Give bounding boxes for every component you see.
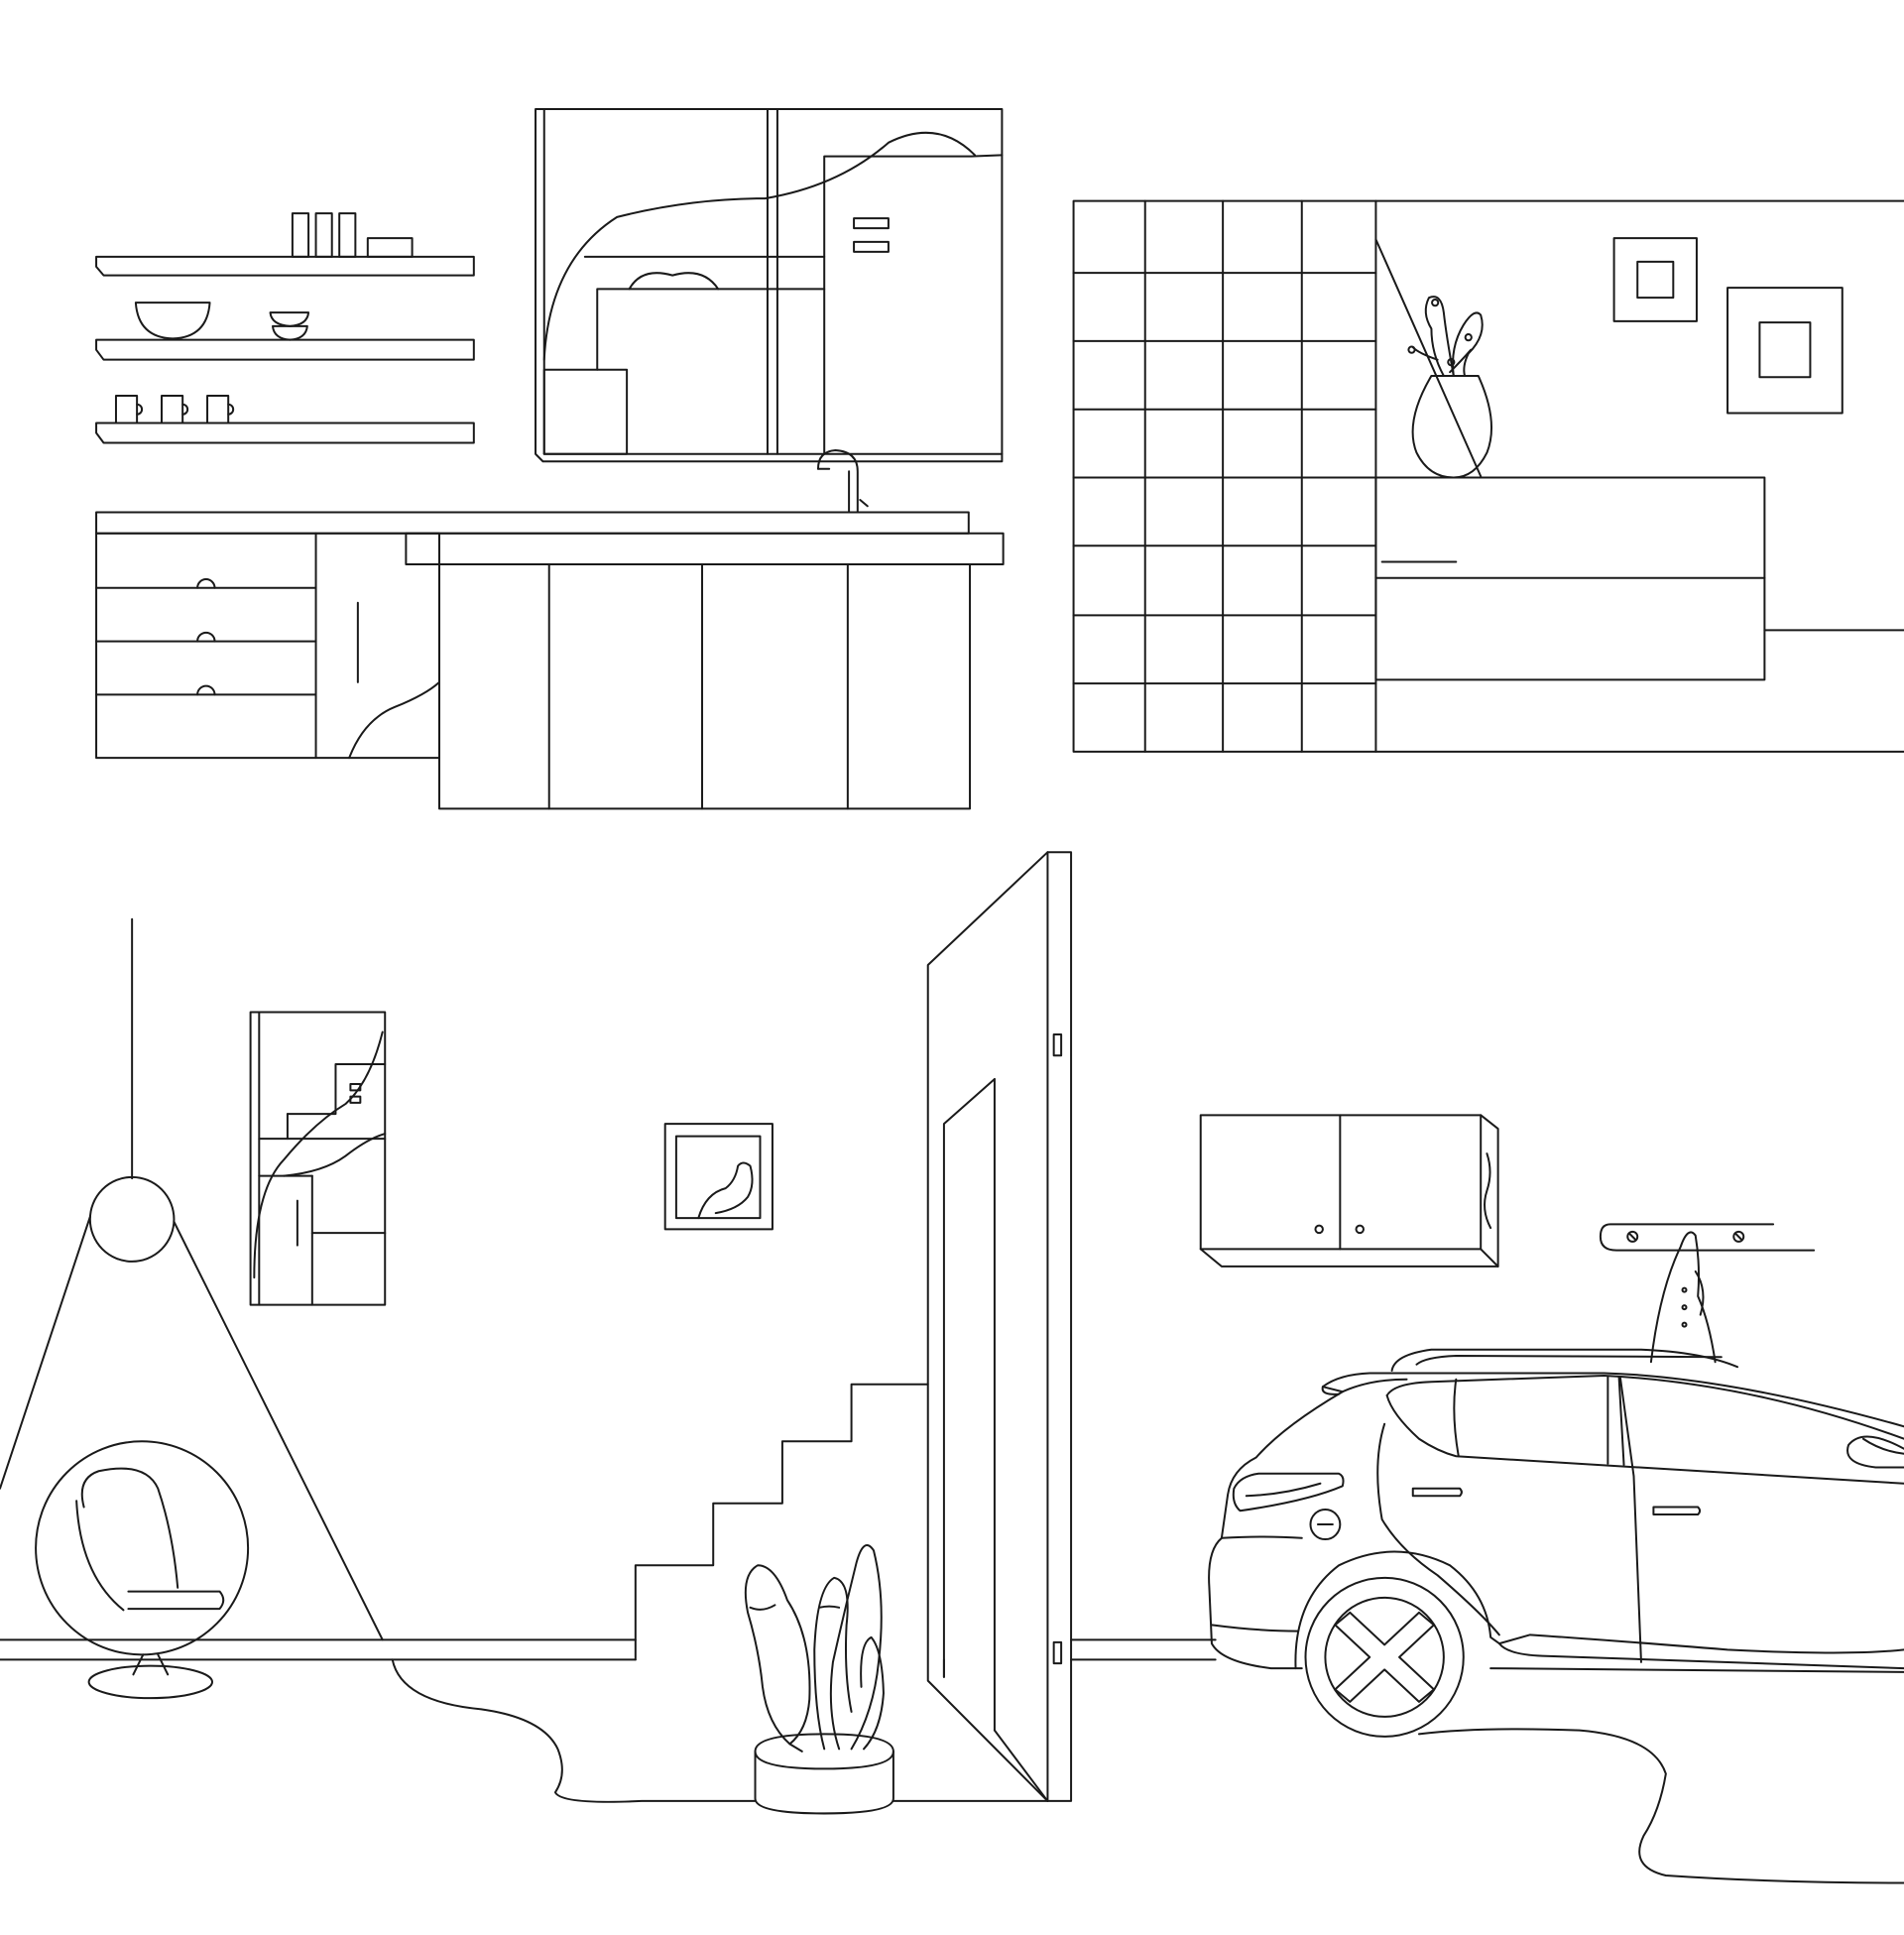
open-door	[926, 851, 1073, 1802]
kitchen-scene	[95, 108, 1005, 810]
kitchen-island	[437, 563, 972, 810]
kitchen-window	[535, 108, 1004, 463]
hallway-scene	[0, 851, 1217, 1815]
jars	[291, 212, 414, 258]
potted-plant	[744, 1544, 894, 1815]
wall-shelves	[95, 255, 475, 444]
bowls	[134, 302, 310, 341]
sink-counter	[95, 511, 1005, 566]
drawer-cabinet	[95, 532, 440, 760]
tile-wall	[1072, 199, 1377, 753]
egg-chair	[35, 1440, 250, 1700]
wall-picture	[663, 1123, 774, 1231]
electric-car	[1208, 1348, 1904, 1738]
pendant-lamp	[0, 917, 384, 1641]
staircase	[634, 1383, 929, 1661]
living-room-scene	[1072, 199, 1904, 753]
garage-scene	[1199, 1114, 1904, 1884]
surfboard	[1649, 1231, 1717, 1364]
tool-rail	[1599, 1223, 1816, 1252]
wall-cabinet	[1199, 1114, 1499, 1268]
console-cabinet	[1374, 476, 1904, 681]
faucet	[816, 448, 869, 514]
living-wall	[1374, 199, 1904, 753]
floor-line	[0, 1638, 1217, 1661]
cups	[114, 394, 235, 424]
charging-cable	[1417, 1728, 1904, 1884]
wall-frames	[1612, 237, 1844, 415]
vase-with-branches	[1407, 296, 1492, 479]
power-cable	[391, 1658, 1049, 1803]
small-window	[249, 1011, 387, 1306]
